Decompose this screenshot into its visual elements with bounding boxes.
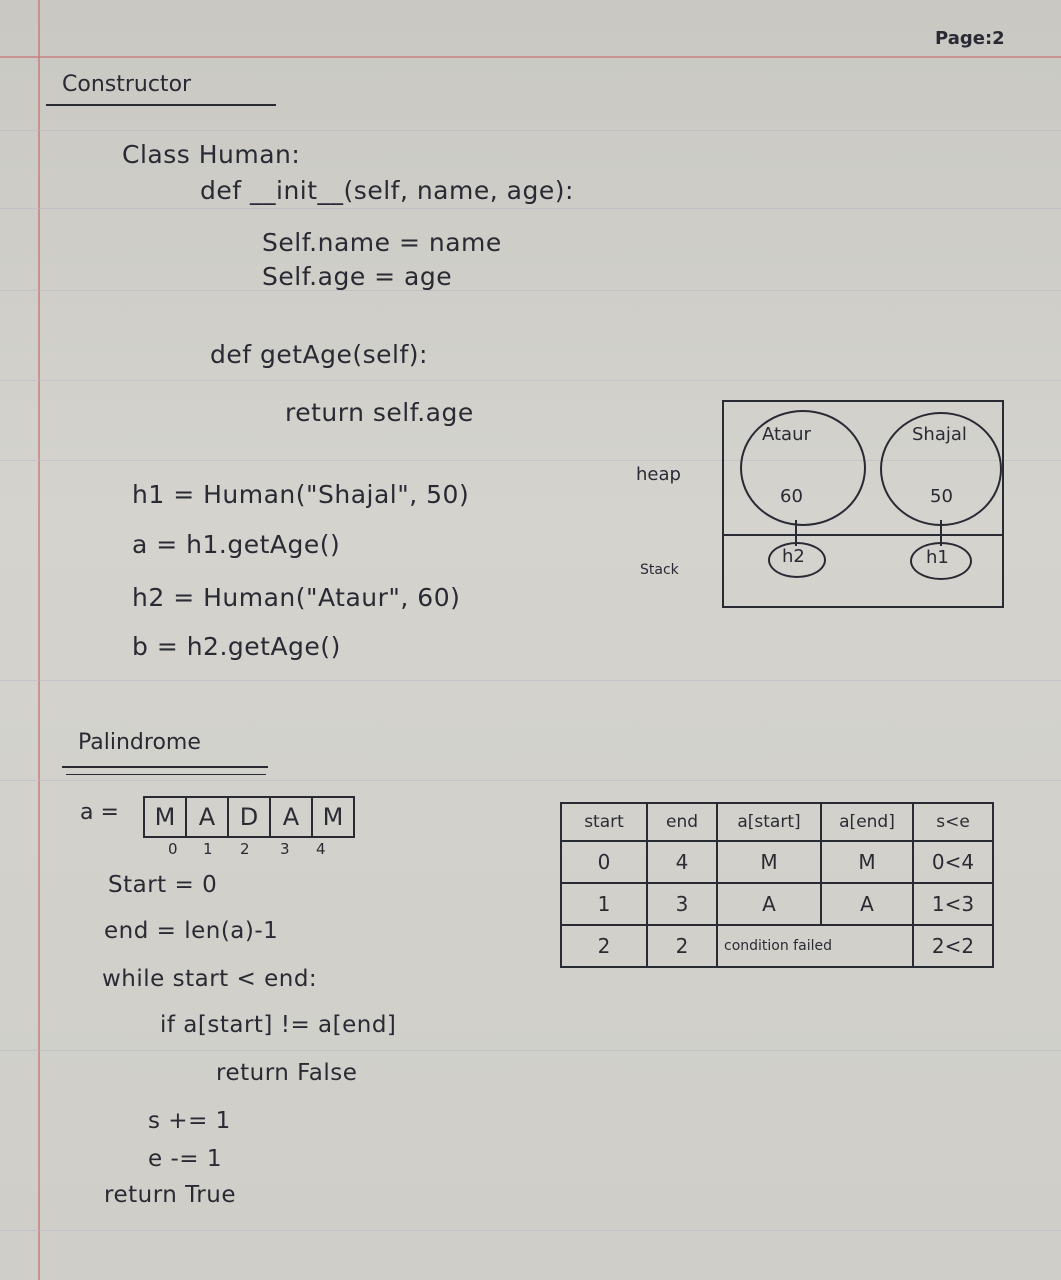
reference-arrow (940, 520, 942, 546)
table-cell: 1<3 (912, 882, 994, 926)
array-index: 2 (240, 840, 250, 858)
code-line: h1 = Human("Shajal", 50) (132, 480, 470, 509)
table-cell: 0<4 (912, 840, 994, 884)
array-cell: A (187, 798, 229, 836)
table-cell: 3 (646, 882, 718, 926)
table-row: 0 4 M M 0<4 (560, 840, 994, 884)
code-line: Start = 0 (108, 872, 218, 898)
array-cell: D (229, 798, 271, 836)
ruled-line (0, 290, 1061, 291)
ruled-line (0, 130, 1061, 131)
code-line: Self.name = name (262, 228, 502, 257)
array-index: 1 (203, 840, 213, 858)
array-cell: M (322, 803, 344, 831)
constructor-heading: Constructor (62, 72, 192, 97)
stack-ref-h1 (910, 542, 972, 580)
heading-underline (66, 774, 266, 775)
table-cell: 1 (560, 882, 648, 926)
code-line: s += 1 (148, 1108, 231, 1134)
page-label: Page:2 (935, 28, 1005, 49)
code-line: end = len(a)-1 (104, 918, 279, 944)
column-header: a[start] (716, 802, 822, 842)
palindrome-heading: Palindrome (78, 730, 201, 755)
ruled-line (0, 208, 1061, 209)
heap-label: heap (636, 464, 681, 485)
heap-object-ataur (740, 410, 866, 526)
header-rule (0, 56, 1061, 58)
table-cell: A (716, 882, 822, 926)
code-line: def __init__(self, name, age): (200, 176, 574, 205)
ruled-line (0, 380, 1061, 381)
column-header: start (560, 802, 648, 842)
stack-label: Stack (640, 562, 679, 578)
array-prefix: a = (80, 800, 119, 825)
ruled-line (0, 460, 1061, 461)
ruled-line (0, 680, 1061, 681)
object-age: 60 (780, 486, 803, 507)
array-index: 3 (280, 840, 290, 858)
reference-arrow (795, 520, 797, 546)
heading-underline (46, 104, 276, 106)
table-header-row: start end a[start] a[end] s<e (560, 802, 994, 842)
table-cell: 2 (646, 924, 718, 968)
table-row: 2 2 condition failed 2<2 (560, 924, 994, 968)
margin-line (38, 0, 40, 1280)
ruled-line (0, 780, 1061, 781)
memory-diagram (722, 400, 1004, 608)
table-cell: A (820, 882, 914, 926)
table-row: 1 3 A A 1<3 (560, 882, 994, 926)
array-boxes: M A D A M (143, 796, 355, 838)
array-cell: M (145, 798, 187, 836)
code-line: e -= 1 (148, 1146, 222, 1172)
stack-ref-h2 (768, 542, 826, 578)
heap-stack-divider (722, 534, 1002, 536)
code-line: while start < end: (102, 966, 318, 992)
array-index: 0 (168, 840, 178, 858)
code-line: def getAge(self): (210, 340, 428, 369)
column-header: end (646, 802, 718, 842)
table-cell: 4 (646, 840, 718, 884)
code-line: h2 = Human("Ataur", 60) (132, 583, 461, 612)
ruled-line (0, 1230, 1061, 1231)
ruled-line (0, 1050, 1061, 1051)
array-cell: A (271, 798, 313, 836)
heading-underline (62, 766, 268, 768)
ref-label: h1 (926, 547, 949, 568)
code-line: a = h1.getAge() (132, 530, 341, 559)
table-cell: M (716, 840, 822, 884)
ref-label: h2 (782, 546, 805, 567)
object-name: Ataur (762, 424, 811, 445)
table-cell: 2<2 (912, 924, 994, 968)
table-cell: 2 (560, 924, 648, 968)
code-line: return True (104, 1182, 236, 1208)
column-header: a[end] (820, 802, 914, 842)
code-line: return self.age (285, 398, 474, 427)
object-name: Shajal (912, 424, 967, 445)
trace-table: start end a[start] a[end] s<e 0 4 M M 0<… (560, 802, 994, 968)
array-index: 4 (316, 840, 326, 858)
code-line: b = h2.getAge() (132, 632, 341, 661)
code-line: Self.age = age (262, 262, 453, 291)
object-age: 50 (930, 486, 953, 507)
code-line: return False (216, 1060, 358, 1086)
table-cell: 0 (560, 840, 648, 884)
column-header: s<e (912, 802, 994, 842)
table-cell: M (820, 840, 914, 884)
code-line: if a[start] != a[end] (160, 1012, 397, 1038)
condition-failed-note: condition failed (716, 924, 914, 968)
code-line: Class Human: (122, 140, 301, 169)
